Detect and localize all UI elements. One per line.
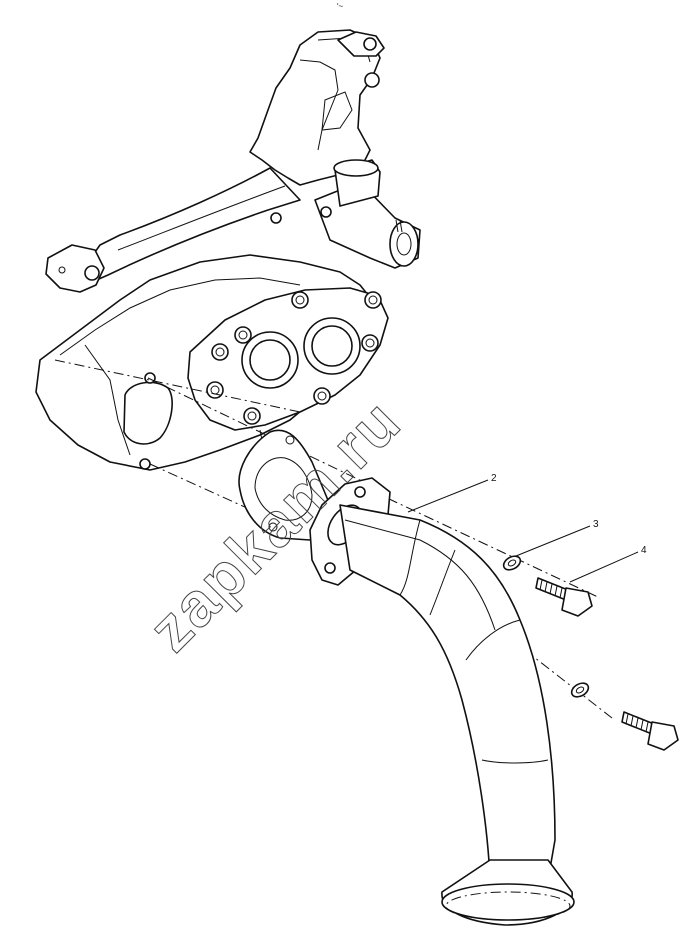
top-mark: ʹ~ [337, 2, 344, 11]
gear-bosses [241, 317, 361, 389]
washers [502, 555, 590, 698]
callout-3: 3 [593, 519, 599, 530]
callout-4: 4 [641, 545, 647, 556]
oil-pump-assembly [35, 29, 421, 471]
bolts [535, 577, 679, 751]
suction-pipe [309, 477, 575, 926]
callouts: 2 3 4 [407, 473, 647, 583]
cover-bolts [206, 291, 382, 425]
callout-2: 2 [491, 473, 497, 484]
